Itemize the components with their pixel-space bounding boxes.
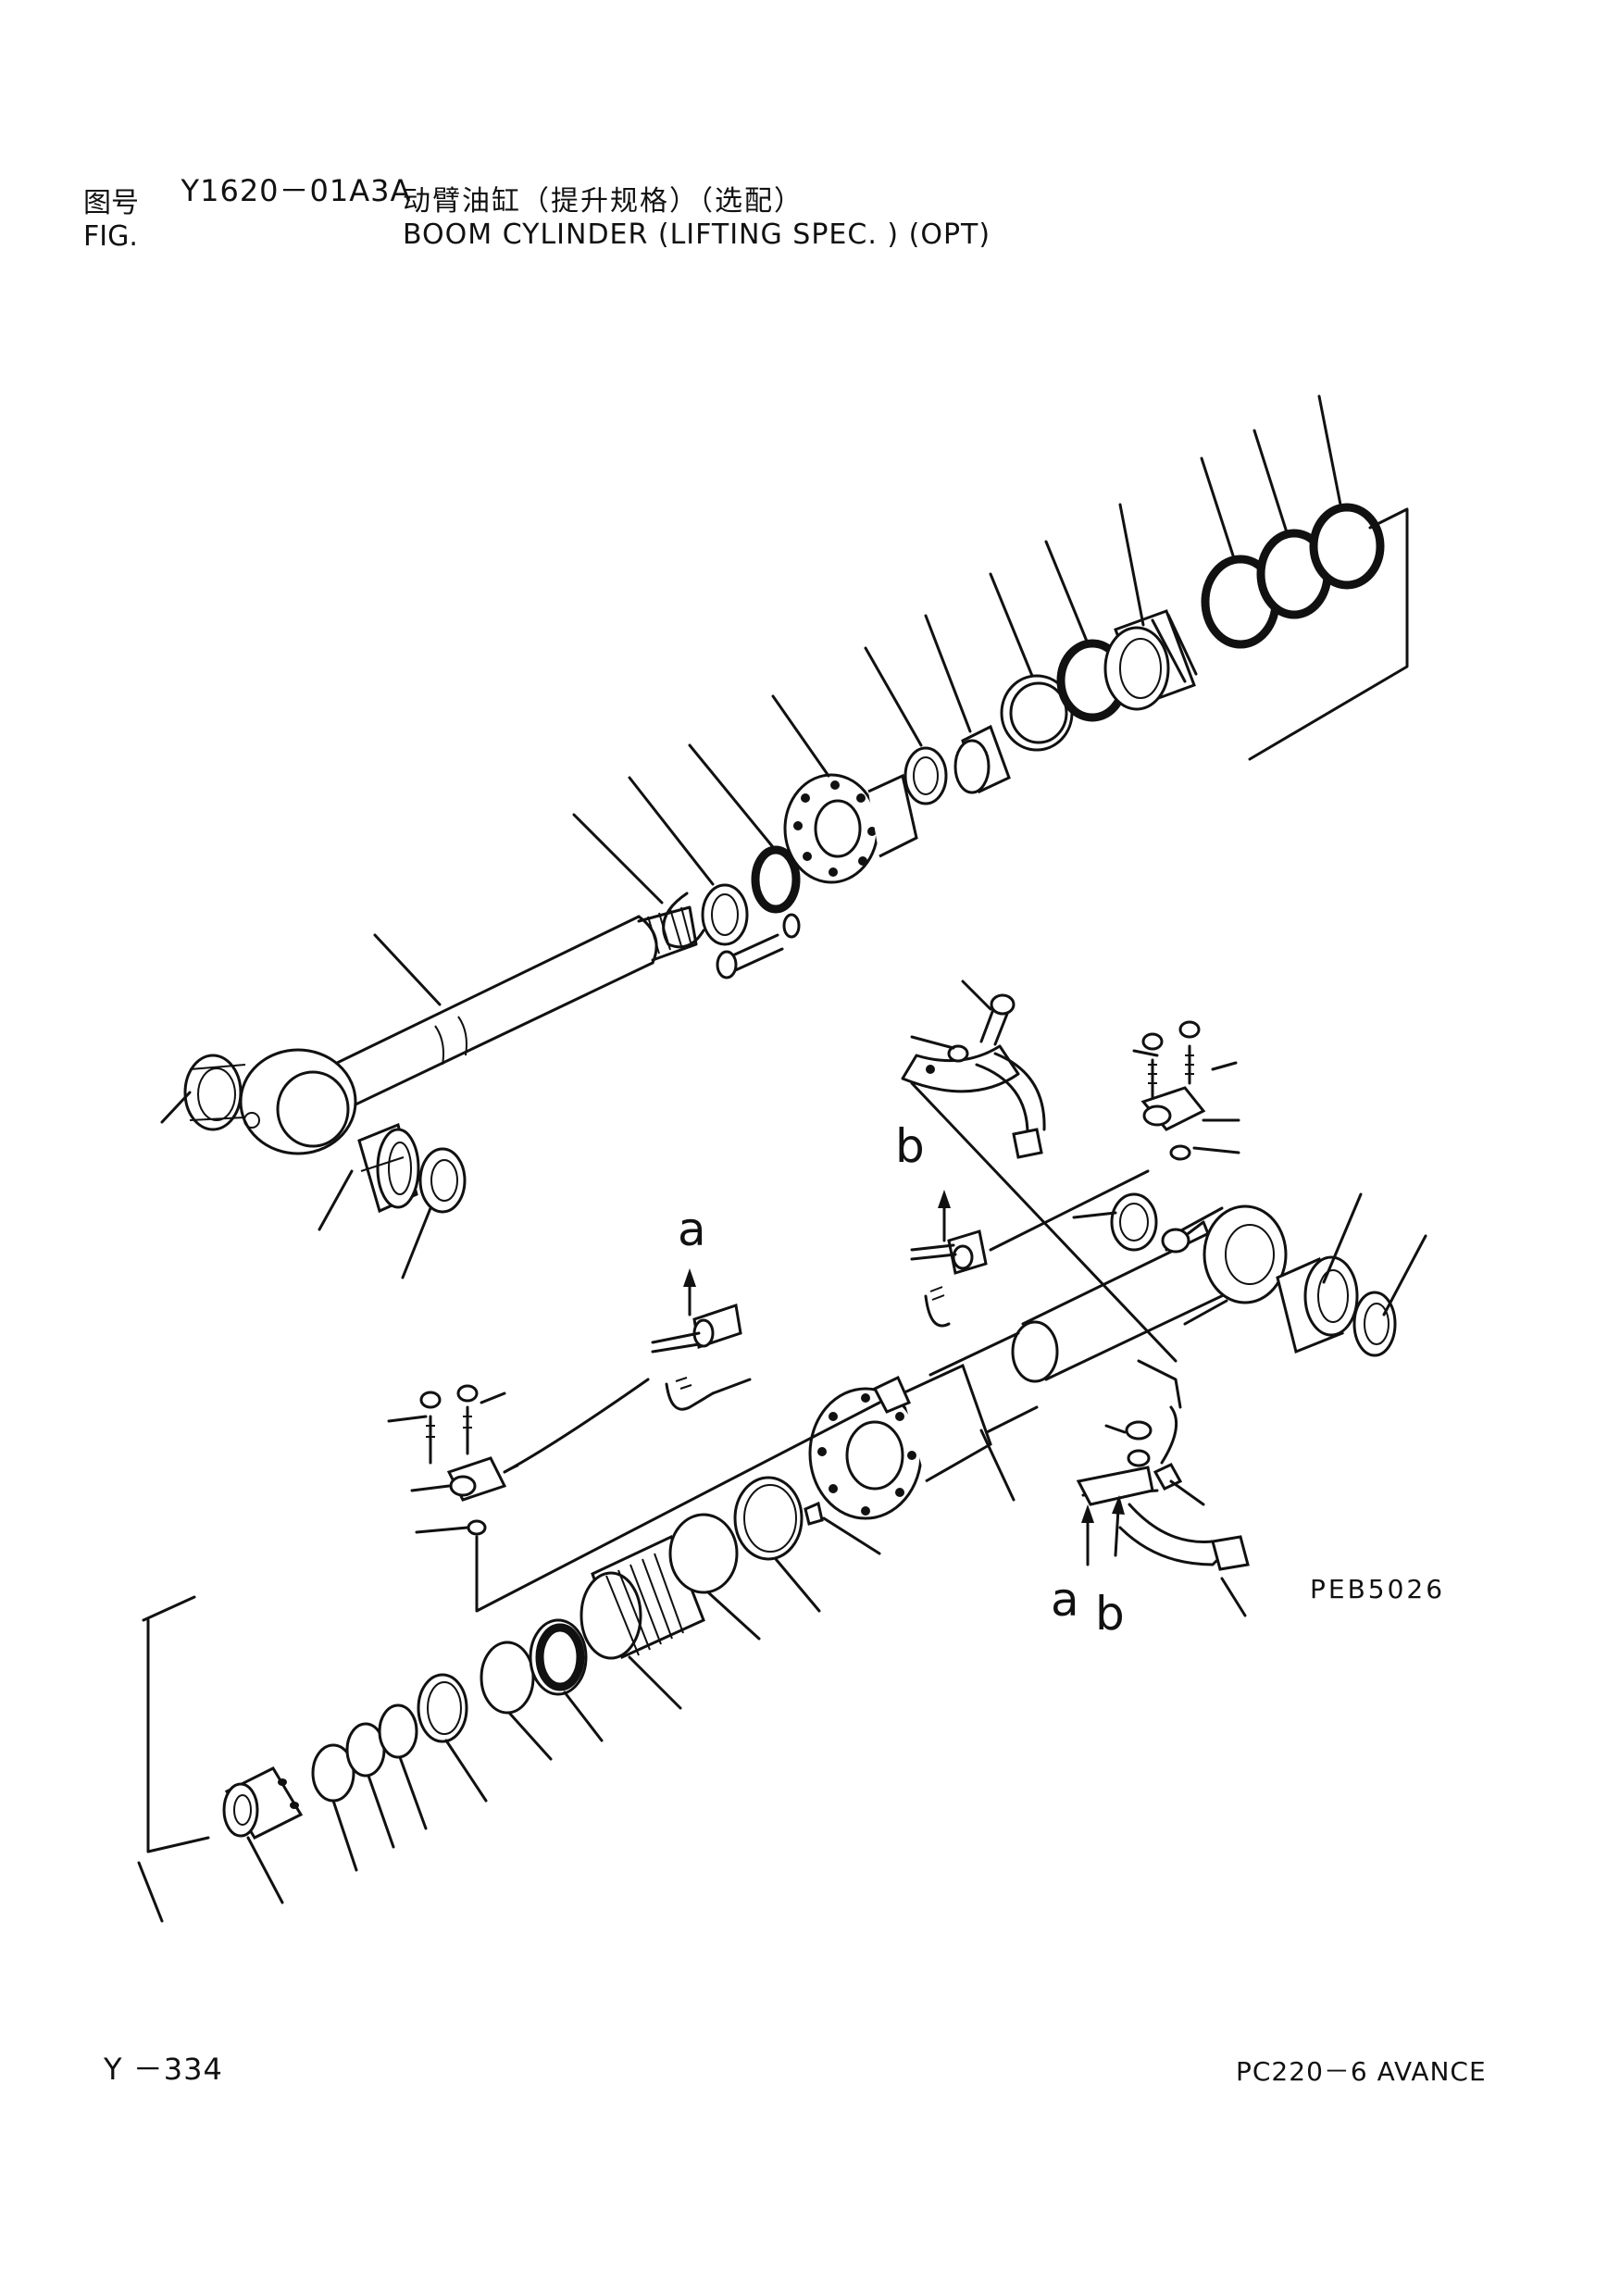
machine-model: PC220－6 AVANCE	[1236, 2056, 1487, 2087]
marker-b-top: b	[895, 1119, 925, 1173]
clamp-band-lower	[1076, 1359, 1250, 1617]
tube-piping-block-left	[387, 1378, 650, 1536]
figure-header: 图号 Y1620－01A3A FIG. 动臂油缸（提升规格）（选配） BOOM …	[83, 174, 990, 254]
marker-a-top: a	[678, 1203, 706, 1256]
fig-label-row: FIG.	[83, 220, 411, 254]
fig-number-row: 图号 Y1620－01A3A	[83, 174, 411, 220]
page-number: Y －334	[104, 2052, 223, 2087]
marker-b-bottom: b	[1095, 1587, 1125, 1641]
head-seal-series	[137, 1401, 881, 1923]
marker-a-bottom: a	[1051, 1573, 1079, 1627]
fig-label-en: FIG.	[83, 220, 138, 253]
tube-piping-block-right	[1132, 1020, 1240, 1161]
title-en: BOOM CYLINDER (LIFTING SPEC. ) (OPT)	[403, 218, 991, 251]
clamp-band-upper	[901, 980, 1178, 1363]
piston-rod-assembly	[160, 905, 698, 1279]
piping-block-b	[910, 1169, 1150, 1328]
fig-label-cn: 图号	[83, 187, 139, 219]
piping-block-a	[651, 1268, 752, 1411]
drawing-code: PEB5026	[1310, 1574, 1446, 1604]
title-cn: 动臂油缸（提升规格）（选配）	[403, 185, 804, 218]
piston-and-seals	[572, 394, 1409, 980]
cylinder-tube-assembly	[808, 1192, 1427, 1520]
fig-number: Y1620－01A3A	[181, 173, 412, 208]
